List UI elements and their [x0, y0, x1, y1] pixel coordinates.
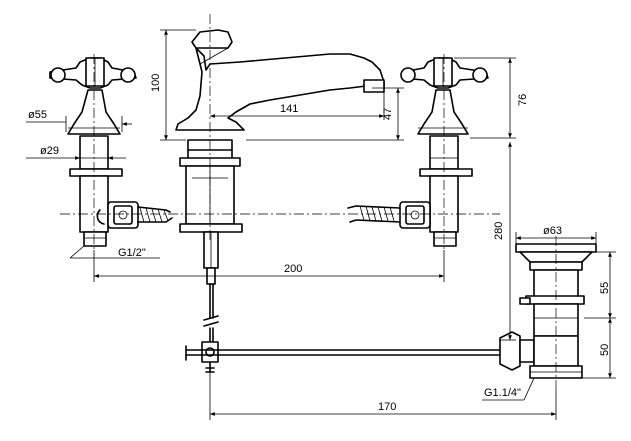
dim-inlet-thread: G1/2": [118, 247, 146, 259]
waste-lever-rod: [185, 345, 501, 361]
dimension-lines: [26, 29, 616, 420]
dim-deck-depth: 280: [493, 222, 505, 240]
dimension-labels: 100 141 47 76 ø55 ø29 G1/2" 200 280 ø63 …: [28, 74, 611, 413]
dim-spout-reach: 141: [280, 103, 298, 115]
left-flex-hose: [137, 206, 173, 223]
dim-waste-diameter: ø63: [543, 225, 562, 237]
dim-handle-diameter: ø55: [28, 109, 47, 121]
dim-rod-length: 170: [378, 401, 396, 413]
dim-waste-body-height: 50: [599, 344, 611, 356]
center-lines: [60, 14, 557, 390]
dim-spout-outlet-height: 47: [382, 108, 394, 120]
dim-stem-diameter: ø29: [40, 145, 59, 157]
dim-spout-height: 100: [150, 74, 162, 92]
right-handle-tap: [399, 57, 489, 247]
dim-waste-flange-height: 55: [599, 282, 611, 294]
center-spout: [175, 29, 385, 373]
pop-up-waste: [499, 243, 597, 379]
dim-centers: 200: [284, 263, 302, 275]
dim-waste-thread: G1.1/4": [484, 387, 521, 399]
dim-handle-height: 76: [517, 94, 529, 106]
